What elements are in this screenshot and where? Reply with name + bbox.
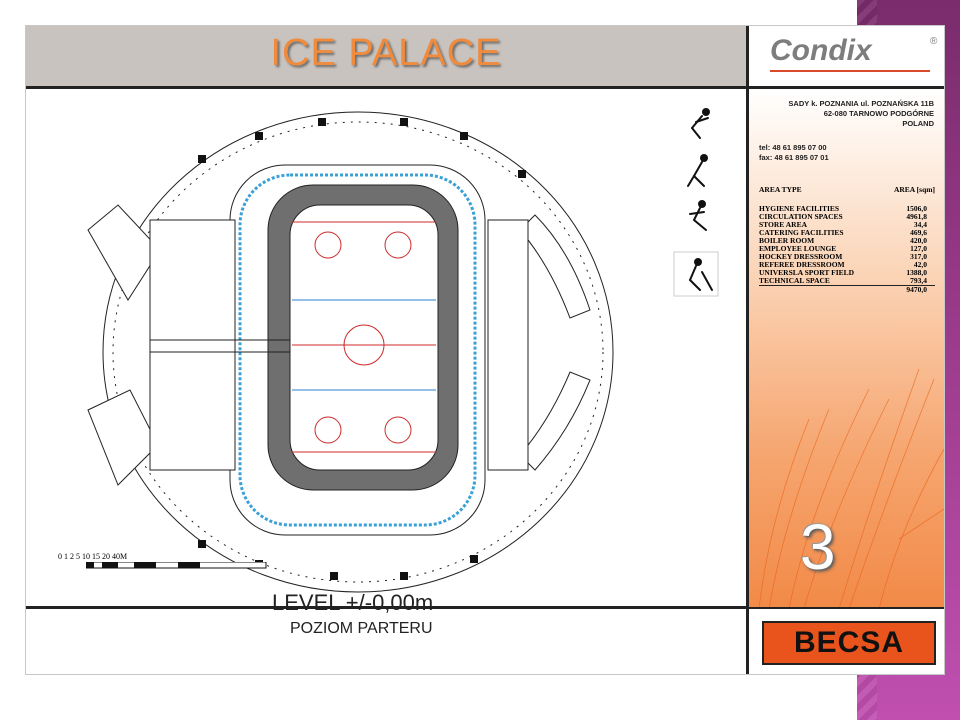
area-value: 34,4 (913, 220, 927, 229)
floor-plan (87, 111, 614, 593)
area-value: 420,0 (910, 236, 927, 245)
seating-ring (238, 173, 477, 527)
column (318, 118, 326, 126)
fax-number: fax: 48 61 895 07 01 (759, 153, 829, 162)
skater-icon (689, 200, 707, 231)
column (198, 540, 206, 548)
table-row: EMPLOYEE LOUNGE 127,0 (759, 245, 935, 253)
stand-block (519, 214, 591, 319)
area-type: UNIVERSLA SPORT FIELD (759, 268, 855, 277)
area-value-heading: AREA [sqm] (893, 185, 935, 194)
sunburst-decoration (758, 368, 944, 607)
area-type: CIRCULATION SPACES (759, 212, 843, 221)
area-value: 317,0 (910, 252, 927, 261)
level-bar (26, 614, 746, 674)
ice-rink (289, 204, 439, 471)
area-table: HYGIENE FACILITIES 1506,0 CIRCULATION SPA… (759, 205, 935, 294)
area-type: BOILER ROOM (759, 236, 815, 245)
area-type: EMPLOYEE LOUNGE (759, 244, 837, 253)
table-row: CIRCULATION SPACES 4961,8 (759, 213, 935, 221)
area-value: 1506,0 (906, 204, 927, 213)
service-rooms (149, 219, 236, 471)
table-row: TECHNICAL SPACE 793,4 (759, 277, 935, 286)
column (400, 118, 408, 126)
column (330, 572, 338, 580)
area-type: HOCKEY DRESSROOM (759, 252, 843, 261)
page-title: ICE PALACE (270, 32, 502, 74)
area-type: STORE AREA (759, 220, 808, 229)
volleyball-player-icon (691, 108, 710, 139)
hockey-player-icon (687, 154, 708, 187)
area-total: 9470,0 (906, 285, 927, 294)
divider-vertical (746, 26, 749, 674)
phone-number: tel: 48 61 895 07 00 (759, 143, 827, 152)
table-row: BOILER ROOM 420,0 (759, 237, 935, 245)
faceoff-circle (314, 416, 342, 444)
table-row: REFEREE DRESSROOM 42,0 (759, 261, 935, 269)
column (470, 555, 478, 563)
hockey-stick-player-icon (673, 251, 719, 297)
column (518, 170, 526, 178)
page-number: 3 (800, 511, 836, 583)
company-contact: tel: 48 61 895 07 00 fax: 48 61 895 07 0… (759, 143, 829, 163)
address-line-2: 62-080 TARNOWO PODGÓRNE (823, 109, 934, 118)
area-type: TECHNICAL SPACE (759, 276, 830, 285)
info-panel: SADY k. POZNANIA ul. POZNAŃSKA 11B 62-08… (749, 89, 944, 607)
logo-underline (770, 70, 930, 72)
area-value: 4961,8 (906, 212, 927, 221)
divider-bottom (26, 606, 944, 609)
arena-outline (102, 111, 614, 593)
column (400, 572, 408, 580)
address-line-3: POLAND (902, 119, 934, 128)
area-value: 127,0 (910, 244, 927, 253)
center-circle (343, 324, 385, 366)
area-value: 1388,0 (906, 268, 927, 277)
service-rooms (487, 219, 529, 471)
table-row: CATERING FACILITIES 469,6 (759, 229, 935, 237)
table-row: HYGIENE FACILITIES 1506,0 (759, 205, 935, 213)
area-type: CATERING FACILITIES (759, 228, 844, 237)
title-bar: ICE PALACE (26, 26, 746, 86)
area-value: 793,4 (910, 276, 927, 285)
company-address: SADY k. POZNANIA ul. POZNAŃSKA 11B 62-08… (788, 99, 934, 129)
table-row: UNIVERSLA SPORT FIELD 1388,0 (759, 269, 935, 277)
divider-top (26, 86, 944, 89)
scale-graphic (86, 562, 267, 569)
address-line-1: SADY k. POZNANIA ul. POZNAŃSKA 11B (788, 99, 934, 108)
stand-block (519, 371, 591, 471)
faceoff-circle (384, 231, 412, 259)
area-total-row: 9470,0 (759, 286, 935, 294)
area-table-header: AREA TYPE AREA [sqm] (759, 185, 935, 194)
level-sublabel: POZIOM PARTERU (290, 620, 433, 637)
entrance-block (87, 389, 159, 486)
sport-pictograms (673, 108, 719, 297)
becsa-logo: BECSA (762, 621, 936, 665)
faceoff-circle (314, 231, 342, 259)
column-ring (112, 121, 604, 583)
scale-ticks: 0 1 2 5 10 15 20 40 (58, 552, 120, 561)
area-type-heading: AREA TYPE (759, 185, 802, 194)
footer-brand-box: BECSA (752, 616, 944, 674)
table-row: STORE AREA 34,4 (759, 221, 935, 229)
area-type: REFEREE DRESSROOM (759, 260, 845, 269)
area-value: 469,6 (910, 228, 927, 237)
scale-unit: M (120, 552, 128, 561)
brand-box: Condix ® (752, 26, 944, 86)
column (460, 132, 468, 140)
level-label: LEVEL +/-0,00m (272, 590, 434, 615)
condix-logo: Condix (770, 34, 872, 67)
table-row: HOCKEY DRESSROOM 317,0 (759, 253, 935, 261)
faceoff-circle (384, 416, 412, 444)
scale-labels: 0 1 2 5 10 15 20 40M (58, 552, 127, 561)
area-value: 42,0 (913, 260, 927, 269)
column (255, 132, 263, 140)
entrance-block (87, 204, 161, 301)
area-type: HYGIENE FACILITIES (759, 204, 840, 213)
column (198, 155, 206, 163)
registered-mark: ® (930, 36, 938, 47)
